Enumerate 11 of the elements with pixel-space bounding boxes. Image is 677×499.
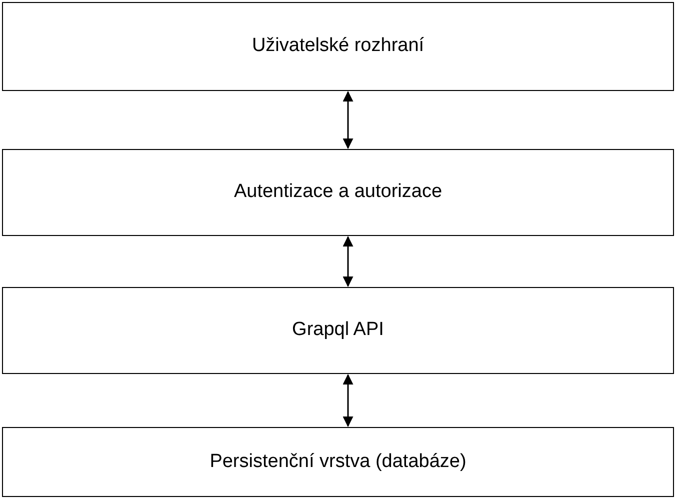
layer-box: [2, 287, 674, 374]
layer-label: Grapql API: [292, 318, 384, 342]
double-arrow: [342, 90, 354, 150]
layer-label: Autentizace a autorizace: [234, 180, 442, 204]
double-arrow: [342, 236, 354, 288]
layer-label: Persistenční vrstva (databáze): [210, 450, 466, 474]
layer-box: [2, 149, 674, 236]
double-arrow: [342, 374, 354, 428]
layer-box: [2, 427, 674, 497]
layer-label: Uživatelské rozhraní: [252, 34, 424, 58]
layer-box: [2, 2, 674, 91]
